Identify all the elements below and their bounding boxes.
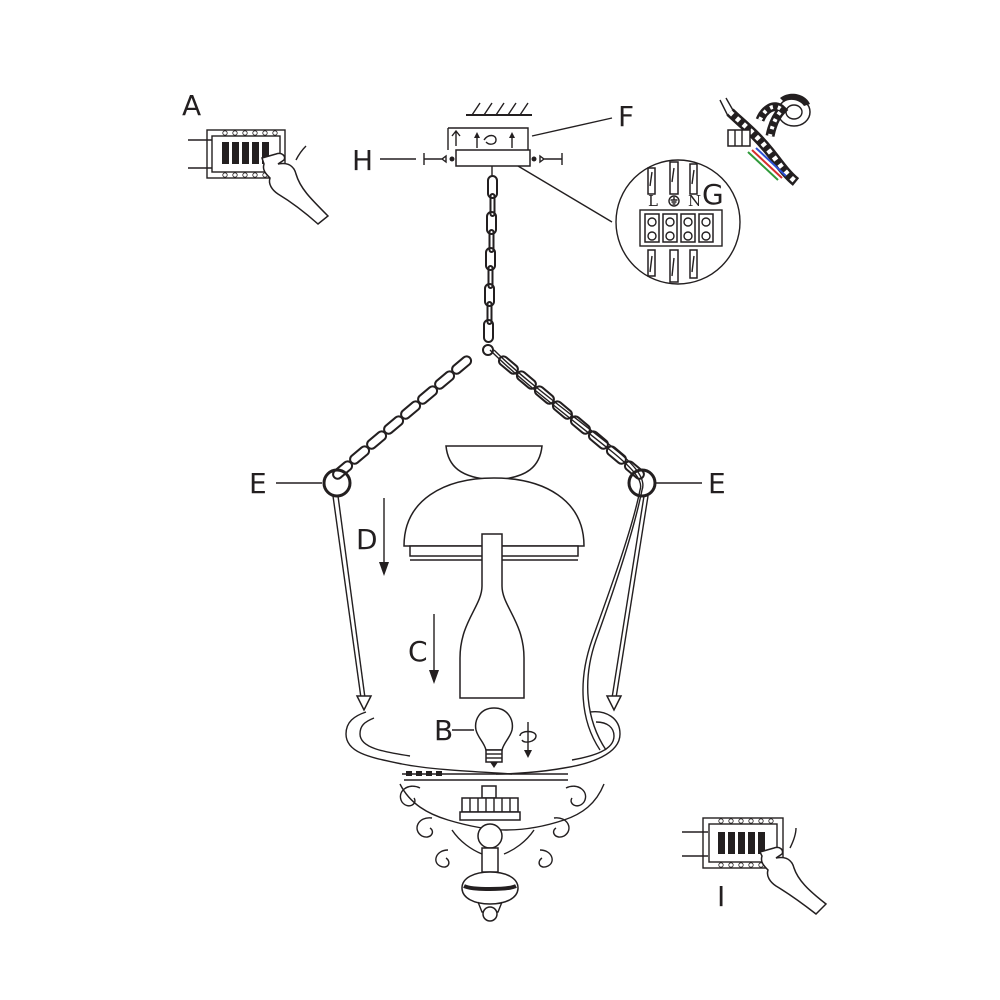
step-b-bulb: B [434,707,537,768]
label-i: I [717,880,725,913]
terminal-live: L [648,192,658,210]
label-a: A [182,89,201,122]
connector-inset-g: G L N [615,159,741,285]
label-f: F [618,100,634,133]
label-d: D [356,523,378,556]
label-c: C [408,635,428,668]
step-d-shade: D [356,445,585,576]
wire-bundle-illustration [719,93,811,186]
label-e-right: E [708,467,726,500]
label-h: H [352,144,373,177]
label-g: G [702,178,724,211]
label-b: B [434,714,453,747]
step-a-terminal-illustration: A [182,89,330,225]
side-rings: E E [249,467,726,712]
rotate-icon [519,722,537,758]
bulb-icon [474,707,514,768]
terminal-neutral: N [688,192,701,210]
label-e-left: E [249,467,267,500]
ceiling-mount: F H [352,100,634,223]
lamp-frame [345,711,621,922]
step-c-chimney: C [408,533,525,699]
step-i-terminal-illustration: I [682,817,828,915]
earth-icon [668,195,680,207]
